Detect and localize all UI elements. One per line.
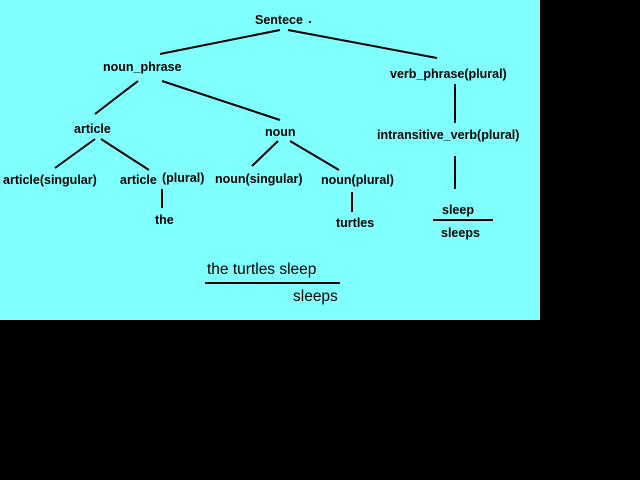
node-noun-plural: noun(plural) [321,173,394,187]
edge-article-plural [100,138,150,171]
node-noun: noun [265,125,296,139]
node-sentence: Sentece [255,13,303,27]
node-verb-phrase: verb_phrase(plural) [390,67,507,81]
parse-tree-canvas: Sentece noun_phrase verb_phrase(plural) … [0,0,540,320]
node-article-plural-suffix: (plural) [162,171,205,185]
edge-article-singular [54,138,96,169]
tree-edges [54,21,493,284]
edge-noun-plural [289,140,340,171]
sentence-alternative: sleeps [293,288,338,305]
edge-sentence-nounphrase [159,29,281,55]
edge-sentence-verbphrase [287,29,438,59]
node-article-singular: article(singular) [3,173,97,187]
edge-nounphrase-article [94,80,139,115]
node-article: article [74,122,111,136]
word-turtles: turtles [336,216,375,230]
node-noun-singular: noun(singular) [215,172,303,186]
generated-sentence: the turtles sleep [207,261,317,278]
node-noun-phrase: noun_phrase [103,60,182,74]
edge-nounphrase-noun [161,80,281,121]
verb-option-sleeps: sleeps [441,226,480,240]
edge-noun-singular [251,140,279,167]
word-the: the [155,213,174,227]
text-cursor-dot [309,21,311,23]
node-article-plural-prefix: article [120,173,157,187]
verb-option-sleep: sleep [442,203,474,217]
node-intransitive-verb: intransitive_verb(plural) [377,128,520,142]
